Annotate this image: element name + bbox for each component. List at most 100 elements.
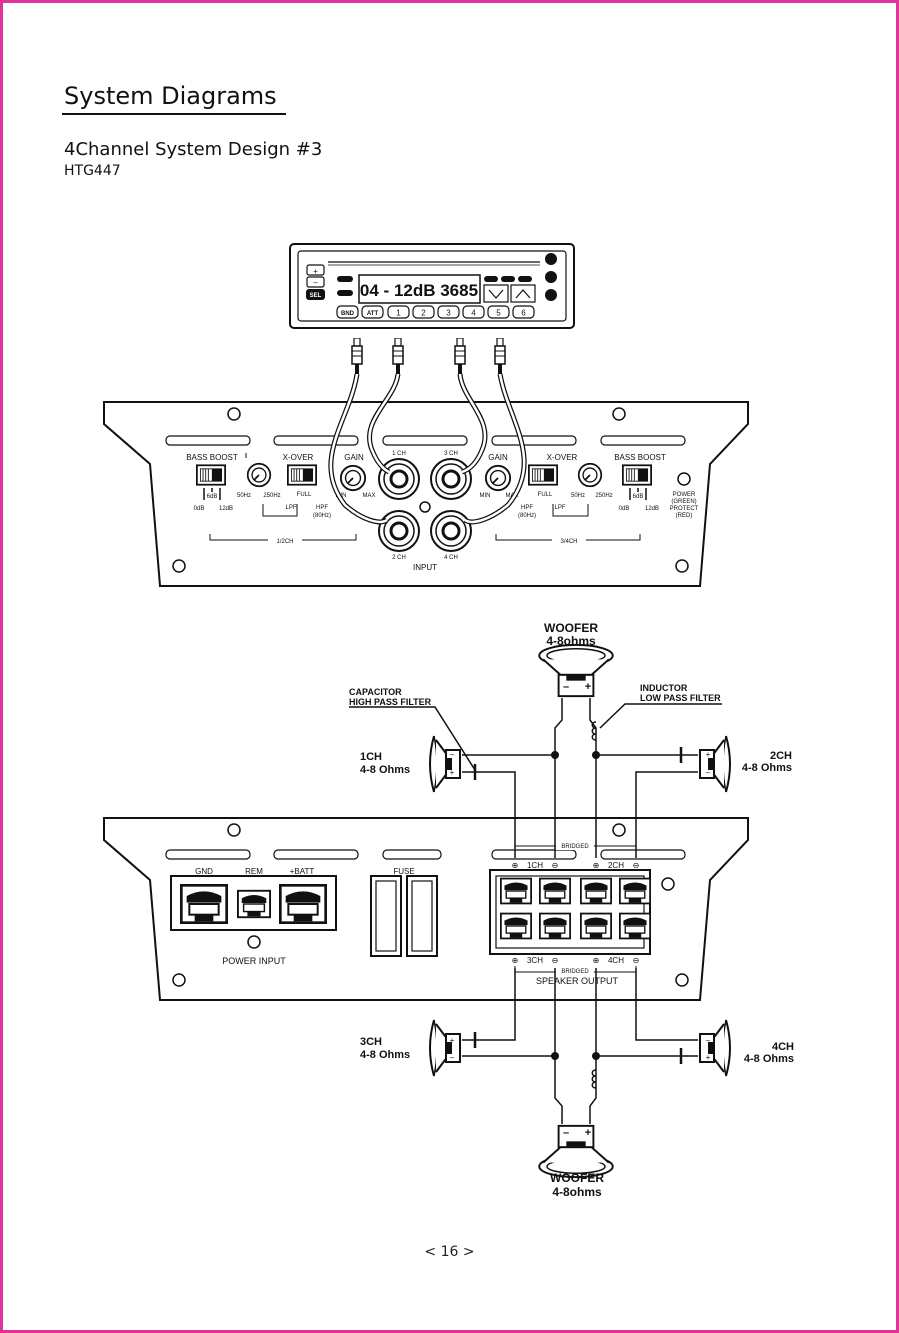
rem-terminal[interactable]: [237, 889, 271, 919]
left-hpf-80hz-label: (80Hz): [313, 513, 331, 519]
pos-4ch-symbol: ⊕: [593, 956, 600, 965]
speaker-4ch-polarity-pos: +: [706, 1053, 711, 1062]
input-3ch-label: 3 CH: [444, 451, 458, 457]
speaker-terminal-4ch-pos[interactable]: [580, 912, 612, 940]
input-4ch-jack[interactable]: [429, 509, 473, 553]
neg-4ch-symbol: ⊖: [633, 956, 640, 965]
speaker-terminal-2ch-neg[interactable]: [619, 877, 651, 905]
preset-3-button[interactable]: [437, 305, 460, 319]
rca-cables: [328, 373, 527, 525]
right-gain-label: GAIN: [488, 453, 508, 462]
lcd-display-text: 04 - 12dB 3685: [360, 281, 478, 300]
input-2ch-label: 2 CH: [392, 555, 406, 561]
input-1ch-label: 1 CH: [392, 451, 406, 457]
preset-5-button[interactable]: [487, 305, 510, 319]
left-250hz-label: 250Hz: [263, 493, 280, 499]
speaker-terminal-3ch-neg[interactable]: [539, 912, 571, 940]
right-hpf-label: HPF: [521, 505, 533, 511]
volume-up-button[interactable]: [306, 264, 325, 276]
woofer-top-icon: [538, 643, 614, 698]
woofer-bottom-impedance: 4-8ohms: [552, 1185, 602, 1199]
speaker-terminal-4ch-neg[interactable]: [619, 912, 651, 940]
left-0db-label: 0dB: [194, 506, 205, 512]
preset-1-button[interactable]: [387, 305, 410, 319]
seek-up-button[interactable]: [510, 284, 536, 303]
woofer-bottom-polarity-pos: +: [585, 1127, 591, 1139]
speaker-output-label: SPEAKER OUTPUT: [536, 976, 619, 986]
right-50hz-label: 50Hz: [571, 493, 585, 499]
left-bass-boost-switch[interactable]: [196, 464, 226, 486]
preset-3-label: 3: [446, 309, 451, 318]
left-xover-knob[interactable]: [246, 462, 272, 488]
speaker-terminal-1ch-pos[interactable]: [500, 877, 532, 905]
inductor-label: INDUCTOR: [640, 683, 688, 693]
speaker-4ch-icon: [699, 1019, 731, 1077]
preset-4-label: 4: [471, 309, 476, 318]
speaker-terminal-1ch-neg[interactable]: [539, 877, 571, 905]
pos-1ch-symbol: ⊕: [512, 861, 519, 870]
input-3ch-jack[interactable]: [429, 457, 473, 501]
bridged-bottom-label: BRIDGED: [561, 969, 589, 975]
speaker-2ch-label: 2CH: [770, 750, 792, 762]
select-button[interactable]: [306, 289, 325, 300]
neg-2ch-symbol: ⊖: [633, 861, 640, 870]
speaker-4ch-impedance: 4-8 Ohms: [744, 1053, 794, 1065]
select-label: SEL: [310, 293, 322, 299]
left-6db-label: 6dB: [207, 494, 218, 500]
right-bass-boost-label: BASS BOOST: [614, 453, 666, 462]
gnd-label: GND: [195, 867, 213, 876]
speaker-2ch-polarity: –: [706, 768, 711, 777]
left-bass-boost-label: BASS BOOST: [186, 453, 238, 462]
side-button-group: + – SEL: [306, 264, 325, 300]
woofer-top-label: WOOFER: [544, 621, 598, 635]
speaker-3ch-polarity: –: [450, 1053, 455, 1062]
batt-label: +BATT: [290, 867, 315, 876]
panel-wire-runs: [514, 818, 637, 1000]
right-full-label: FULL: [538, 492, 553, 498]
preset-2-button[interactable]: [412, 305, 435, 319]
speaker-3ch-impedance: 4-8 Ohms: [360, 1049, 410, 1061]
input-1ch-jack[interactable]: [377, 457, 421, 501]
volume-up-label: +: [313, 267, 318, 276]
volume-down-button[interactable]: [306, 276, 325, 288]
band-button[interactable]: [336, 305, 359, 319]
att-button[interactable]: [361, 305, 384, 319]
woofer-top-impedance: 4-8ohms: [546, 634, 596, 648]
left-lpf-label: LPF: [285, 505, 296, 511]
2ch-terminal-label: 2CH: [608, 861, 624, 870]
speaker-4ch-label: 4CH: [772, 1041, 794, 1053]
speaker-2ch-icon: [699, 735, 731, 793]
right-xover-knob[interactable]: [577, 462, 603, 488]
right-0db-label: 0dB: [619, 506, 630, 512]
pos-2ch-symbol: ⊕: [593, 861, 600, 870]
preset-6-button[interactable]: [512, 305, 535, 319]
rem-label: REM: [245, 867, 263, 876]
capacitor-icons: [473, 747, 683, 1064]
rca-plug-4: [494, 338, 506, 374]
left-gain-knob[interactable]: [339, 464, 367, 492]
right-xover-switch[interactable]: [528, 464, 558, 486]
right-250hz-label: 250Hz: [595, 493, 612, 499]
diagram-subtitle: 4Channel System Design #3: [64, 139, 323, 160]
seek-down-button[interactable]: [483, 284, 509, 303]
power-led: [677, 472, 691, 486]
right-gain-knob[interactable]: [484, 464, 512, 492]
left-full-label: FULL: [297, 492, 312, 498]
band-button-label: BND: [341, 311, 355, 317]
speaker-1ch-label: 1CH: [360, 751, 382, 763]
fuse-label: FUSE: [393, 867, 414, 876]
left-xover-switch[interactable]: [287, 464, 317, 486]
input-2ch-jack[interactable]: [377, 509, 421, 553]
preset-4-button[interactable]: [462, 305, 485, 319]
protect-led-label: PROTECT: [670, 506, 699, 512]
power-led-label: POWER: [673, 492, 696, 498]
speaker-terminal-2ch-pos[interactable]: [580, 877, 612, 905]
speaker-2ch-impedance: 4-8 Ohms: [742, 762, 792, 774]
gnd-terminal[interactable]: [179, 884, 229, 924]
batt-terminal[interactable]: [278, 884, 328, 924]
right-6db-label: 6dB: [633, 494, 644, 500]
woofer-top-polarity: –: [563, 681, 569, 693]
speaker-3ch-polarity-pos: +: [450, 1036, 455, 1045]
speaker-terminal-3ch-pos[interactable]: [500, 912, 532, 940]
right-bass-boost-switch[interactable]: [622, 464, 652, 486]
